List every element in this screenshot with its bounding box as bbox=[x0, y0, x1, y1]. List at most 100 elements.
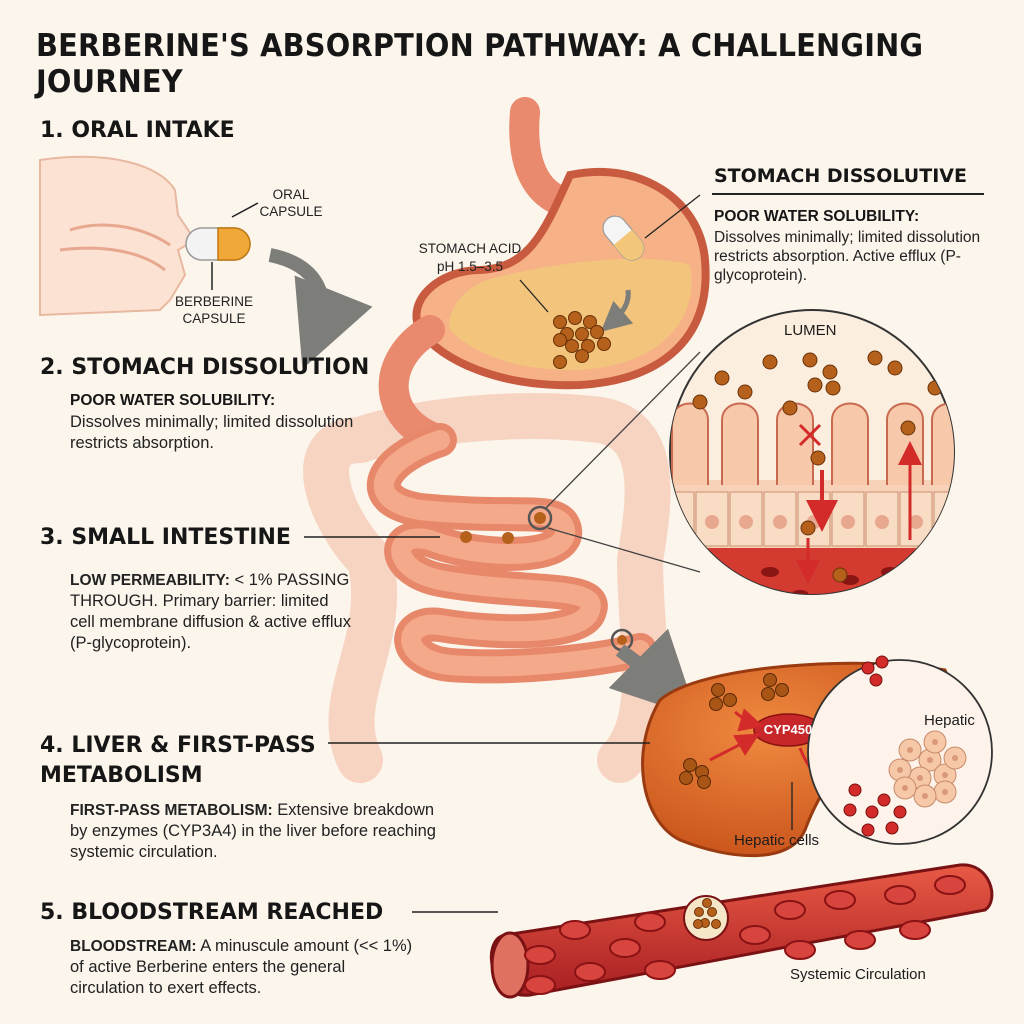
berberine-particle bbox=[683, 758, 697, 772]
epithelial-cell bbox=[695, 491, 729, 547]
red-blood-cell bbox=[934, 875, 966, 895]
berberine-particle bbox=[583, 315, 597, 329]
oral-capsule-label: ORAL CAPSULE bbox=[259, 187, 323, 219]
systemic-circulation-label: Systemic Circulation bbox=[790, 966, 926, 983]
berberine-particle bbox=[679, 771, 693, 785]
berberine-particle bbox=[807, 377, 823, 393]
villus bbox=[776, 402, 814, 485]
face-profile-icon bbox=[39, 155, 197, 317]
red-blood-cell bbox=[559, 920, 591, 940]
cyp450-label: CYP450 bbox=[763, 722, 813, 737]
berberine-particle bbox=[553, 333, 567, 347]
berberine-particle bbox=[693, 919, 703, 929]
metabolite bbox=[865, 805, 879, 819]
red-blood-cell bbox=[921, 577, 939, 587]
step-3-heading: 3. SMALL INTESTINE bbox=[40, 525, 291, 550]
dissolving-capsule-icon bbox=[602, 215, 645, 261]
berberine-particle bbox=[867, 350, 883, 366]
metabolite bbox=[848, 783, 862, 797]
step-3-text: PASSING THROUGH. Primary barrier: limite… bbox=[70, 571, 351, 652]
berberine-particle bbox=[692, 394, 708, 410]
stomach-panel-rule bbox=[712, 193, 984, 195]
berberine-particle bbox=[597, 337, 611, 351]
red-blood-cell bbox=[824, 890, 856, 910]
berberine-particle bbox=[709, 697, 723, 711]
villus bbox=[886, 402, 924, 485]
hepatic-label: Hepatic bbox=[924, 712, 975, 729]
cell-nucleus bbox=[902, 785, 908, 791]
metabolite bbox=[875, 655, 889, 669]
step-4-inline: Extensive bbox=[277, 801, 349, 819]
cell-nucleus bbox=[942, 789, 948, 795]
stomach-particle-cluster bbox=[553, 311, 611, 369]
red-blood-cell bbox=[644, 960, 676, 980]
berberine-particle bbox=[762, 354, 778, 370]
cell-nucleus bbox=[927, 757, 933, 763]
red-blood-cell bbox=[899, 920, 931, 940]
metabolite bbox=[869, 673, 883, 687]
step-4-heading: 4. LIVER & FIRST-PASS METABOLISM bbox=[40, 733, 316, 788]
cell-nucleus bbox=[671, 515, 685, 529]
berberine-particle bbox=[763, 673, 777, 687]
cell-nucleus bbox=[922, 793, 928, 799]
intestine-to-liver-arrow bbox=[608, 628, 698, 718]
cell-nucleus bbox=[875, 515, 889, 529]
berberine-particle bbox=[711, 683, 725, 697]
step-4-text: breakdown by enzymes (CYP3A4) in the liv… bbox=[70, 801, 436, 861]
red-blood-cell bbox=[721, 577, 739, 587]
step-1-heading: 1. ORAL INTAKE bbox=[40, 118, 235, 143]
berberine-particle bbox=[590, 325, 604, 339]
berberine-particle bbox=[800, 520, 816, 536]
cell-nucleus bbox=[943, 515, 954, 529]
zoom-connector-top bbox=[545, 351, 701, 509]
metabolite bbox=[843, 803, 857, 817]
red-blood-cell bbox=[524, 975, 556, 995]
red-blood-cell bbox=[884, 885, 916, 905]
berberine-particle bbox=[714, 370, 730, 386]
metabolite bbox=[877, 793, 891, 807]
epithelial-cell bbox=[933, 491, 954, 547]
berberine-particle bbox=[694, 907, 704, 917]
cell-nucleus bbox=[705, 515, 719, 529]
red-blood-cell bbox=[784, 940, 816, 960]
berberine-particle bbox=[707, 907, 717, 917]
villus bbox=[671, 402, 709, 485]
cell-nucleus bbox=[897, 767, 903, 773]
stomach-sink-arrow bbox=[600, 289, 634, 332]
cell-nucleus bbox=[909, 515, 923, 529]
cell-nucleus bbox=[977, 515, 991, 529]
berberine-particle bbox=[822, 364, 838, 380]
hepatic-cells-label: Hepatic cells bbox=[734, 832, 820, 849]
berberine-capsule-label: BERBERINE CAPSULE bbox=[174, 294, 254, 326]
red-blood-cell bbox=[609, 938, 641, 958]
small-intestine-shape bbox=[366, 423, 657, 684]
cell-nucleus bbox=[952, 755, 958, 761]
cell-nucleus bbox=[907, 747, 913, 753]
cell-nucleus bbox=[773, 515, 787, 529]
red-blood-cell bbox=[791, 590, 809, 594]
metabolite bbox=[885, 821, 899, 835]
berberine-particle bbox=[697, 775, 711, 789]
cell-nucleus bbox=[932, 739, 938, 745]
step-5-heading: 5. BLOODSTREAM REACHED bbox=[40, 900, 384, 925]
hepatic-cells-zoom bbox=[807, 655, 993, 845]
red-blood-cell bbox=[761, 567, 779, 577]
berberine-particle bbox=[775, 683, 789, 697]
intestinal-wall-zoom bbox=[669, 309, 991, 595]
oral-to-stomach-arrow bbox=[268, 248, 373, 370]
cell-nucleus bbox=[942, 772, 948, 778]
berberine-particle bbox=[832, 567, 848, 583]
stomach-panel-label: POOR WATER SOLUBILITY: bbox=[714, 208, 920, 225]
red-blood-cell bbox=[739, 925, 771, 945]
red-blood-cell bbox=[844, 930, 876, 950]
villus bbox=[721, 402, 759, 485]
stomach-ph-label: pH 1.5–3.5 bbox=[436, 259, 504, 274]
cell-nucleus bbox=[841, 515, 855, 529]
red-blood-cell bbox=[574, 962, 606, 982]
red-blood-cell bbox=[524, 945, 556, 965]
stomach-panel-pointer bbox=[644, 194, 701, 239]
berberine-particle bbox=[575, 327, 589, 341]
zoom-connector-bottom bbox=[547, 527, 701, 573]
step-4-block: FIRST-PASS METABOLISM: Extensive breakdo… bbox=[70, 800, 450, 863]
